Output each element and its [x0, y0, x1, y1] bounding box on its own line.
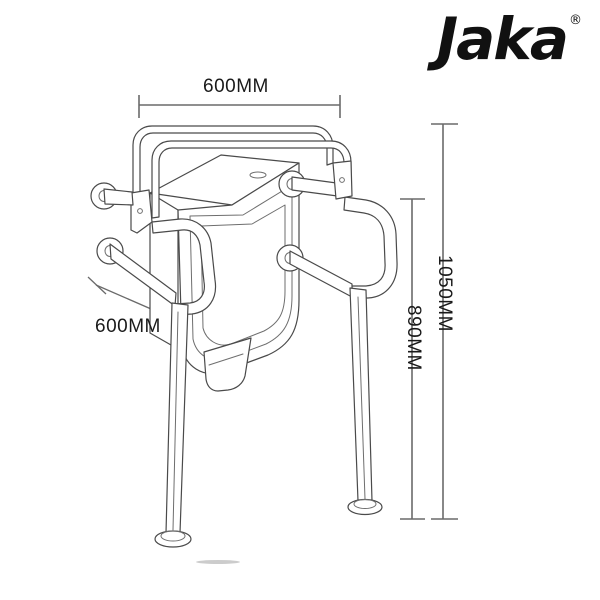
dimension-line-height-inner [400, 198, 425, 520]
dimension-line-width-top [138, 95, 341, 118]
front-right-leg [347, 287, 383, 516]
dimension-label-height-outer: 1050MM [434, 255, 455, 332]
dimension-label-height-inner: 890MM [403, 305, 424, 371]
upper-frame-outer [132, 125, 334, 206]
wall-bracket-upper-left [130, 189, 153, 234]
dimension-line-height-outer [431, 123, 458, 520]
urinal-bowl [149, 154, 300, 392]
left-grab-bar-upper [90, 182, 134, 210]
brand-name: Jaka [436, 5, 569, 73]
dimension-label-width-top: 600MM [203, 76, 269, 97]
front-left-leg [154, 302, 192, 548]
left-grab-bar-lower [96, 237, 177, 307]
dimension-label-depth-diagonal: 600MM [95, 316, 161, 337]
mounting-bracket-right-upper [332, 160, 353, 200]
right-grab-bar-loop [343, 196, 398, 299]
brand-logo: Jaka ® [436, 5, 582, 73]
registered-trademark-icon: ® [569, 13, 582, 28]
floor-shadow [196, 560, 240, 564]
